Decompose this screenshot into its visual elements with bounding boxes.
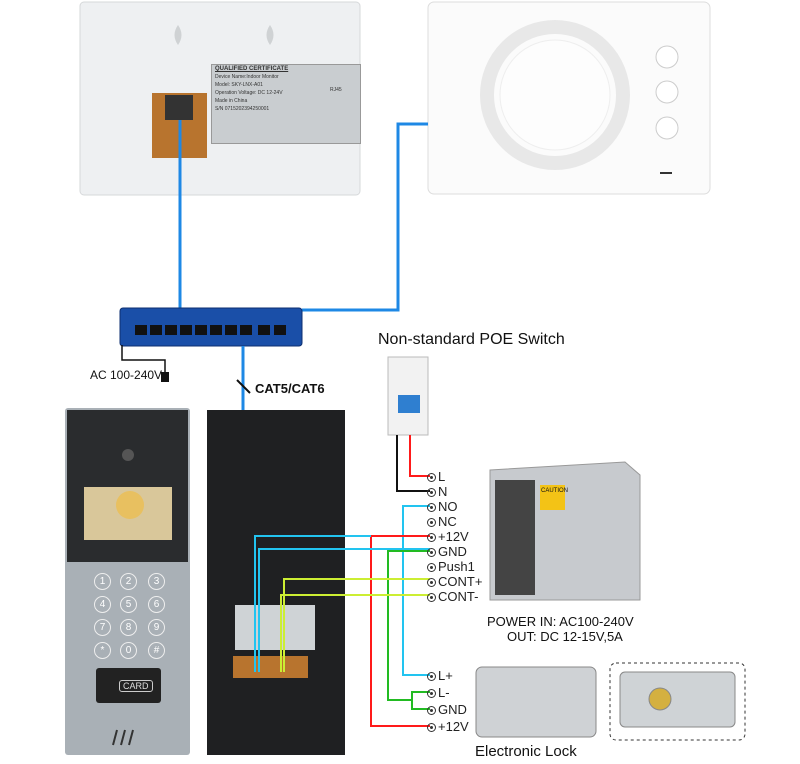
cert-voltage: Operation Voltage: DC 12-24V — [215, 90, 283, 96]
button-1 — [655, 45, 679, 69]
power-in-label: POWER IN: AC100-240V — [487, 614, 634, 629]
qualified-certificate: QUALIFIED CERTIFICATE Device Name:Indoor… — [211, 64, 361, 144]
electronic-lock-alt — [619, 671, 736, 728]
key-1[interactable]: 1 — [94, 573, 111, 590]
lock-terminal-gnd: GND — [438, 702, 467, 717]
ac-label: AC 100-240V — [90, 368, 163, 382]
lock-terminal-12v: +12V — [438, 719, 469, 734]
terminal-no: NO — [438, 499, 458, 514]
terminal-push1: Push1 — [438, 559, 475, 574]
key-2[interactable]: 2 — [120, 573, 137, 590]
cert-title: QUALIFIED CERTIFICATE — [215, 66, 289, 72]
key-3[interactable]: 3 — [148, 573, 165, 590]
key-4[interactable]: 4 — [94, 596, 111, 613]
camera-icon — [122, 449, 134, 461]
switch-title: Non-standard POE Switch — [378, 331, 565, 348]
electronic-lock — [475, 666, 597, 738]
terminal-n: N — [438, 484, 448, 499]
key-0[interactable]: 0 — [120, 642, 137, 659]
key-8[interactable]: 8 — [120, 619, 137, 636]
cable-label: CAT5/CAT6 — [255, 381, 325, 396]
terminal-cont-minus: CONT- — [438, 589, 479, 604]
lock-label: Electronic Lock — [475, 743, 577, 760]
terminal-12v: +12V — [438, 529, 469, 544]
card-label: CARD — [119, 680, 153, 692]
terminal-l: L — [438, 469, 446, 484]
key-9[interactable]: 9 — [148, 619, 165, 636]
lock-terminal-l-minus: L- — [438, 685, 450, 700]
cert-model: Model: SKY-LNX-A01 — [215, 82, 263, 88]
terminal-cont-plus: CONT+ — [438, 574, 483, 589]
key-star[interactable]: * — [94, 642, 111, 659]
power-out-label: OUT: DC 12-15V,5A — [507, 629, 623, 644]
key-7[interactable]: 7 — [94, 619, 111, 636]
caution-badge: CAUTION — [541, 488, 568, 494]
lock-terminal-l-plus: L+ — [438, 668, 453, 683]
plug-icon — [161, 372, 169, 382]
cert-port: RJ45 — [330, 87, 342, 93]
outdoor-panel-back — [207, 410, 345, 755]
key-hash[interactable]: # — [148, 642, 165, 659]
terminal-gnd: GND — [438, 544, 467, 559]
cert-origin: Made in China — [215, 98, 248, 104]
cert-device: Device Name:Indoor Monitor — [215, 74, 279, 80]
button-2 — [655, 80, 679, 104]
rj45-port — [165, 95, 193, 120]
card-reader — [96, 668, 161, 703]
button-3 — [655, 116, 679, 140]
terminal-nc: NC — [438, 514, 457, 529]
cert-serial: S/N 0715202394250001 — [215, 106, 270, 112]
key-5[interactable]: 5 — [120, 596, 137, 613]
key-6[interactable]: 6 — [148, 596, 165, 613]
